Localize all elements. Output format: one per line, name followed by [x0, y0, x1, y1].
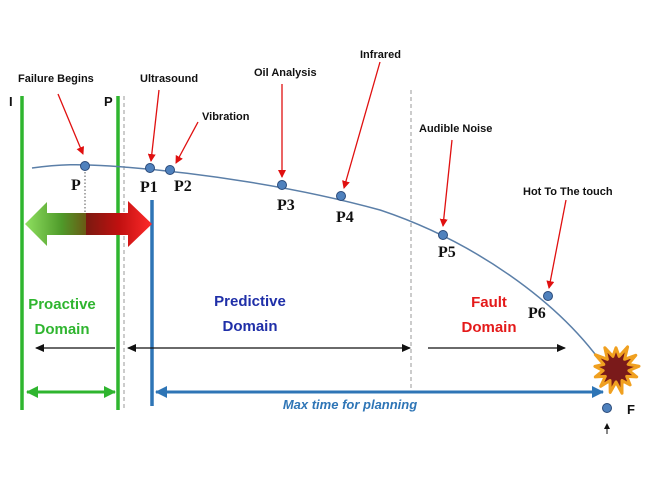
- point-p3: [277, 180, 287, 190]
- vibration-label: Vibration: [202, 111, 250, 123]
- ultrasound-label: Ultrasound: [140, 73, 198, 85]
- predictive-domain-line2: Domain: [222, 318, 277, 335]
- point-p5: [438, 230, 448, 240]
- point-p4: [336, 191, 346, 201]
- point-p1-label: P1: [140, 179, 158, 196]
- point-f-label: F: [627, 402, 635, 417]
- proactive-domain-line1: Proactive: [28, 296, 96, 313]
- hot-to-touch-arrow: [546, 199, 567, 289]
- point-p2-label: P2: [174, 178, 192, 195]
- point-p3-label: P3: [277, 197, 295, 214]
- failure-begins-arrow: [57, 93, 84, 155]
- fault-domain-line2: Domain: [461, 319, 516, 336]
- point-p2: [165, 165, 175, 175]
- fault-domain-line1: Fault: [471, 294, 507, 311]
- pf-curve: [31, 163, 609, 373]
- point-f: [602, 403, 612, 413]
- point-p4-label: P4: [336, 209, 354, 226]
- point-p6-label: P6: [528, 305, 546, 322]
- failure-explosion-icon: [593, 345, 641, 395]
- point-p-label: P: [71, 177, 81, 194]
- proactive-domain-line2: Domain: [34, 321, 89, 338]
- late-detection-fat-arrow: [86, 201, 152, 247]
- hot-to-touch-label: Hot To The touch: [523, 186, 613, 198]
- boundary-i-label: I: [9, 94, 13, 109]
- point-p1: [145, 163, 155, 173]
- proactive-fat-arrow: [25, 202, 86, 246]
- boundary-p-label: P: [104, 94, 113, 109]
- audible-noise-label: Audible Noise: [419, 123, 492, 135]
- planning-arrow-label: Max time for planning: [283, 397, 417, 412]
- point-p6: [543, 291, 553, 301]
- audible-noise-arrow: [439, 139, 453, 227]
- point-p: [80, 161, 90, 171]
- infrared-label: Infrared: [360, 49, 401, 61]
- oil-analysis-label: Oil Analysis: [254, 67, 317, 79]
- predictive-domain-line1: Predictive: [214, 293, 286, 310]
- ultrasound-arrow: [147, 89, 160, 162]
- vibration-arrow: [175, 121, 199, 164]
- infrared-arrow: [342, 61, 381, 189]
- failure-begins-label: Failure Begins: [18, 73, 94, 85]
- point-p5-label: P5: [438, 244, 456, 261]
